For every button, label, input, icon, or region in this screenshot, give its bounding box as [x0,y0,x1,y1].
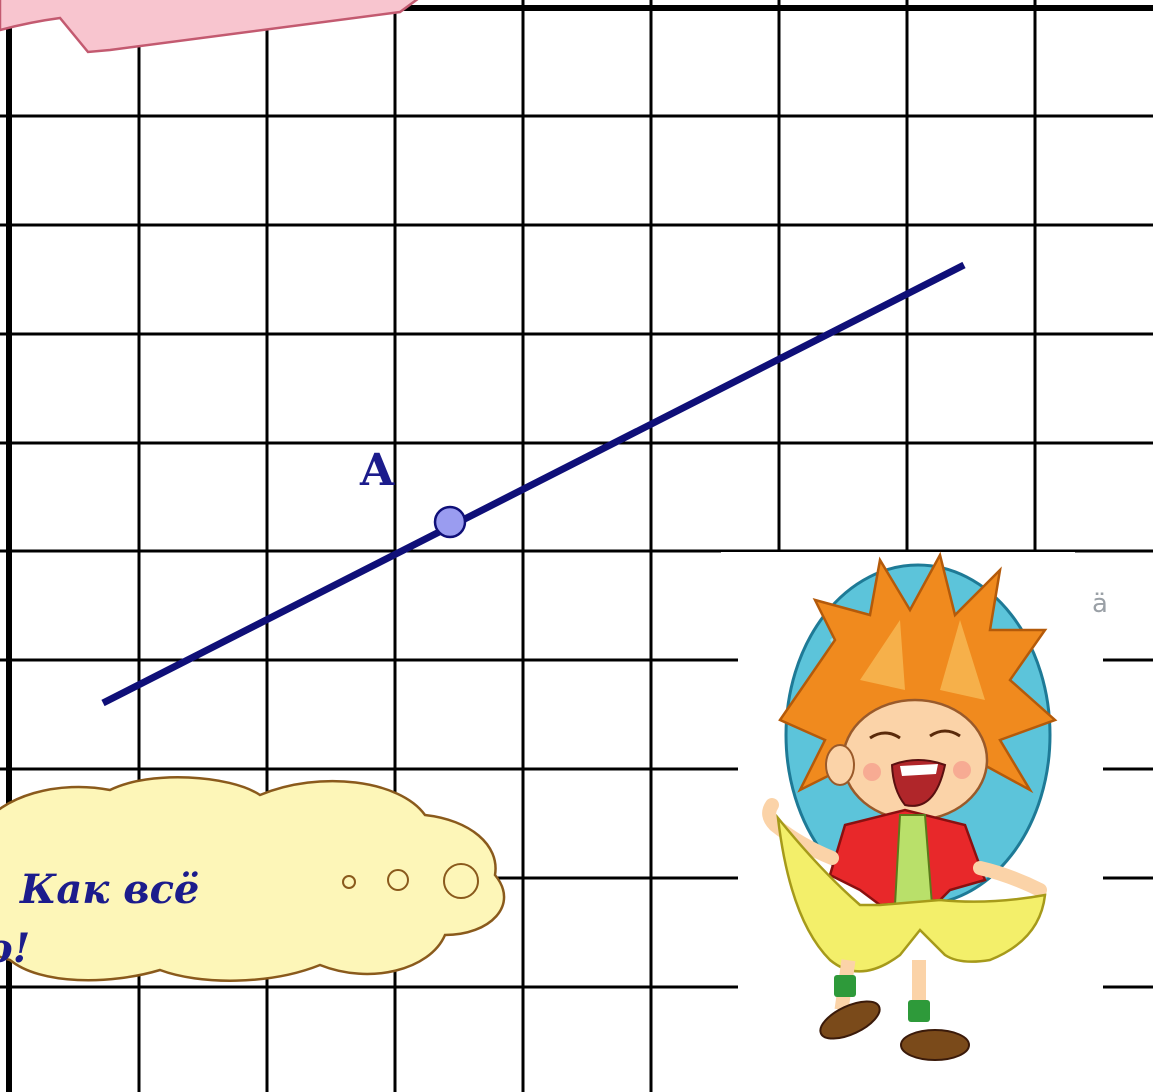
thought-cloud: Как всё о! [0,776,506,982]
stray-glyph: ä [1092,589,1108,619]
cartoon-boy-icon [762,551,1058,1061]
point-a [433,505,467,539]
point-a-label: A [359,445,395,496]
straight-line [101,261,966,707]
cloud-text-line2: о! [0,925,30,972]
cloud-text-line1: Как всё [19,866,199,913]
speech-bubble [0,0,419,54]
